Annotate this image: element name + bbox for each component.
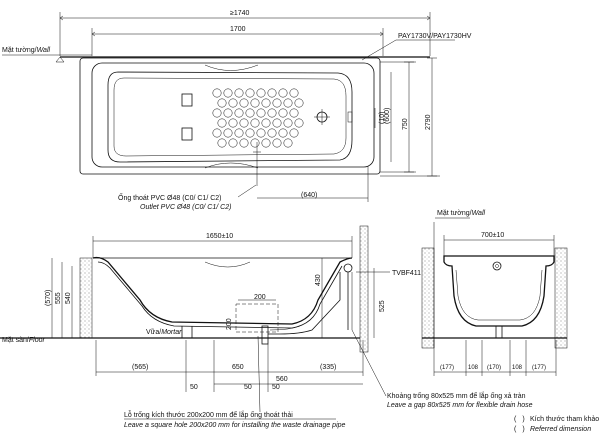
waste-pipe: [261, 325, 269, 345]
wall-label-end: Mặt tường/Wall: [437, 210, 486, 217]
model-label: PAY1730V/PAY1730HV: [398, 33, 472, 40]
drain-note-en: Leave a gap 80x525 mm for flexible drain…: [387, 402, 533, 409]
dim-570: (570): [45, 290, 52, 306]
end-view: Mặt tường/Wall 700±10 (177) 108 (170) 10…: [421, 210, 568, 376]
dim-50-a: 50: [190, 384, 198, 391]
dim-200-top: 200: [254, 294, 266, 301]
hole-note-en: Leave a square hole 200x200 mm for insta…: [124, 422, 346, 429]
dim-overall: ≥1740: [230, 10, 250, 17]
dim-50-c: 50: [272, 384, 280, 391]
wall-label-top: Mặt tường/Wall: [2, 47, 51, 54]
legend-measured: Kích thước tham khảo: [530, 416, 599, 423]
overflow-fitting: [343, 263, 353, 273]
dim-640: (640): [301, 192, 317, 199]
tvbf-label: TVBF411: [392, 270, 421, 277]
dim-50-b: 50: [244, 384, 252, 391]
dim-650: 650: [232, 364, 244, 371]
dim-108-a: 108: [468, 365, 479, 371]
anti-slip-pattern: [212, 88, 304, 148]
dim-565: (565): [132, 364, 148, 371]
dim-560: 560: [276, 376, 288, 383]
dim-540: 540: [65, 292, 72, 304]
top-view: ≥1740 1700 Mặt tường/Wall PAY1730V/PAY17…: [2, 10, 472, 211]
dim-555: 555: [55, 292, 62, 304]
dim-430: 430: [315, 274, 322, 286]
legend-referred: Referred dimension: [530, 426, 591, 433]
dim-200-side: 200: [226, 318, 233, 330]
dim-1650: 1650±10: [206, 233, 233, 240]
notes: Khoảng trống 80x525 mm để lắp ống xả trà…: [124, 329, 599, 433]
dim-177-b: (177): [532, 365, 546, 371]
overflow-icon: [492, 261, 502, 271]
dim-525: 525: [379, 300, 386, 312]
outlet-label-vi: Ống thoát PVC Ø48 (C0/ C1/ C2): [118, 192, 222, 202]
dim-2790: 2790: [425, 114, 432, 130]
dim-335: (335): [320, 364, 336, 371]
dim-177-a: (177): [440, 365, 454, 371]
dim-length: 1700: [230, 26, 246, 33]
outlet-label-en: Outlet PVC Ø48 (C0/ C1/ C2): [140, 204, 231, 211]
legend-paren-2: (): [514, 426, 525, 433]
dim-10: (10): [379, 112, 386, 124]
floor-label: Mặt sàn/Floor: [2, 337, 45, 344]
dim-750: 750: [402, 118, 409, 130]
legend-paren-1: (): [514, 416, 525, 423]
drain-note-vi: Khoảng trống 80x525 mm để lắp ống xả trà…: [387, 391, 526, 400]
dim-108-b: 108: [512, 365, 523, 371]
side-view: 1650±10 Mặt sàn/Floor Vữa/Mortar (570) 5…: [0, 225, 421, 392]
hole-note-vi: Lỗ trống kích thước 200x200 mm để lắp ốn…: [124, 410, 293, 419]
dim-170: (170): [487, 365, 501, 371]
dim-600: (600): [384, 108, 391, 124]
mortar-label: Vữa/Mortar: [146, 329, 182, 336]
dim-700: 700±10: [481, 232, 504, 239]
